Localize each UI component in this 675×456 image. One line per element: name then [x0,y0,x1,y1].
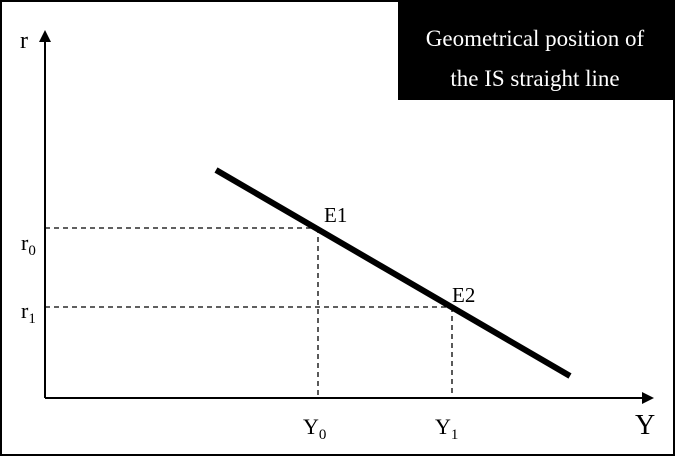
tick-label-y0: Y0 [303,414,326,443]
is-line [214,167,572,379]
tick-label-r0: r0 [21,230,36,259]
y-axis-label: r [20,28,28,54]
point-label-e1: E1 [324,203,347,227]
title-line-2: the IS straight line [450,66,619,91]
tick-label-y1: Y1 [435,414,458,443]
title-box [398,2,673,100]
title-line-1: Geometrical position of [426,26,645,51]
x-axis-label: Y [635,410,655,441]
point-label-e2: E2 [452,283,475,307]
tick-label-r1: r1 [21,298,36,327]
